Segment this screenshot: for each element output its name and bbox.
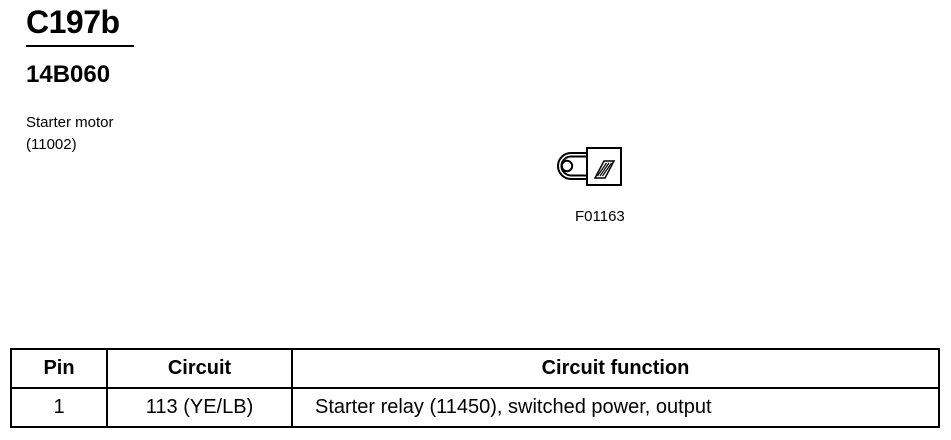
pin-cell: 1 — [10, 387, 108, 428]
ring-terminal-connector-icon — [557, 147, 622, 186]
header-circuit-function: Circuit function — [291, 348, 940, 389]
part-number: 14B060 — [26, 61, 111, 88]
component-code: (11002) — [26, 136, 77, 153]
header-pin: Pin — [10, 348, 108, 389]
table-header-row: Pin Circuit Circuit function — [10, 348, 940, 389]
circuit-cell: 113 (YE/LB) — [106, 387, 293, 428]
pin-table: Pin Circuit Circuit function 1 113 (YE/L… — [10, 348, 940, 428]
table-row: 1 113 (YE/LB) Starter relay (11450), swi… — [10, 387, 940, 428]
component-name: Starter motor — [26, 114, 114, 131]
header-circuit: Circuit — [106, 348, 293, 389]
figure-code: F01163 — [575, 208, 625, 225]
connector-id: C197b — [26, 4, 120, 40]
connector-id-underline — [26, 45, 134, 47]
circuit-function-cell: Starter relay (11450), switched power, o… — [291, 387, 940, 428]
